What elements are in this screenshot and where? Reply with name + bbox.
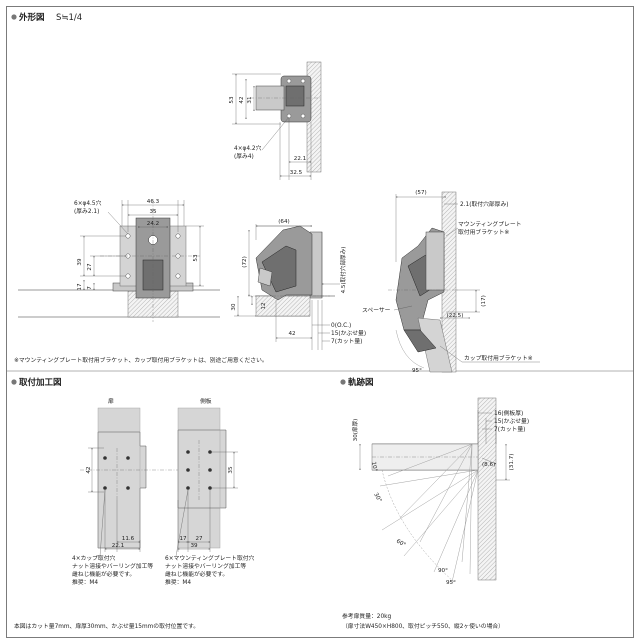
- door-note-3: 雌ねじ機能が必要です。: [72, 570, 135, 578]
- door-note-1: 4×カップ取付穴: [72, 554, 116, 562]
- plate-view: 46.3 35 24.2 6×φ4.5穴 (厚み2.1) 39 27 17 7 …: [18, 199, 220, 322]
- traj-cut-label: 7(カット量): [494, 426, 525, 433]
- open-spacer-label: スペーサー: [362, 307, 391, 314]
- side-view: (64) (72) 30 12 4.5(取付穴部厚み) 42 0(O.C.) 1…: [231, 219, 366, 350]
- traj-dim-31-7: (31.7): [509, 454, 515, 471]
- section-bullet-icon: [11, 379, 17, 385]
- hinge-body: [285, 85, 305, 107]
- plate-dim-39: 39: [77, 258, 83, 266]
- open-dim-22-5: (22.5): [447, 313, 464, 319]
- door-dim-11-6: 11.6: [122, 536, 135, 542]
- traj-side-thickness-label: 16(側板厚): [494, 409, 523, 417]
- top-view: 53 42 31 22.1 32.5 4×φ4.2穴 (厚み4): [229, 61, 322, 180]
- side-panel-label: 側板: [200, 397, 212, 405]
- side-cut-label: 7(カット量): [331, 338, 362, 345]
- open-cup-bracket-label: カップ取付用ブラケット※: [464, 354, 533, 362]
- plate-dim-7: 7: [87, 286, 93, 290]
- door-swing-lines: [379, 443, 479, 583]
- side-dim-72: (72): [242, 256, 248, 267]
- side-note-3: 雌ねじ機能が必要です。: [165, 570, 228, 578]
- drilling-section: 取付加工図 扉 側板 42 11.6 22.1: [11, 377, 255, 586]
- plate-open: [425, 231, 445, 291]
- plate-dim-17: 17: [77, 283, 83, 291]
- open-dim-17: (17): [481, 295, 487, 306]
- door-dim-22-1: 22.1: [112, 543, 125, 549]
- side-dim-27: 27: [195, 536, 203, 542]
- side-dim-17: 17: [179, 536, 187, 542]
- side-dim-39: 39: [190, 543, 198, 549]
- plate-dim-46-3: 46.3: [147, 199, 160, 205]
- traj-angle-90: 90°: [438, 568, 448, 574]
- open-thickness-label: 2.1(取付穴部厚み): [460, 200, 509, 208]
- traj-dim-8-6: (8.6): [482, 462, 495, 468]
- trajectory-side-panel: [477, 397, 497, 581]
- side-dim-64: (64): [278, 219, 289, 225]
- bracket-note: ※マウンティングプレート取付用ブラケット、カップ取付用ブラケットは、別途ご用意く…: [14, 356, 268, 364]
- side-note-4: 推奨：M4: [165, 578, 191, 586]
- door-dim-42: 42: [86, 466, 92, 473]
- open-angle-95: 95°: [412, 368, 422, 374]
- side-drill-outline: [177, 429, 227, 509]
- side-thickness-label: 4.5(取付穴部厚み): [339, 247, 347, 294]
- traj-angle-60: 60°: [395, 539, 407, 549]
- open-dim-57: (57): [415, 190, 426, 196]
- outline-section-title: 外形図: [18, 12, 45, 23]
- plate-dim-27: 27: [87, 263, 93, 271]
- plate-hole-note-2: (厚み2.1): [74, 208, 99, 215]
- dim-53: 53: [229, 96, 235, 104]
- door-label: 扉: [108, 397, 114, 405]
- hinge-link-side: [261, 245, 297, 293]
- door-drill-outline: [97, 431, 147, 549]
- trajectory-section-title: 軌跡図: [348, 377, 374, 388]
- dim-32-5: 32.5: [290, 170, 303, 176]
- side-note-1: 6×マウンティングプレート取付穴: [165, 554, 255, 562]
- top-hole-note-1: 4×φ4.2穴: [234, 144, 262, 152]
- traj-angle-95: 95°: [446, 580, 456, 586]
- traj-overlay-label: 15(かぶせ量): [494, 418, 529, 425]
- section-bullet-icon: [11, 14, 17, 20]
- traj-angle-30: 30°: [372, 492, 382, 504]
- door-open: [417, 317, 453, 373]
- outer-frame: [6, 6, 634, 638]
- side-dim-35: 35: [228, 466, 234, 474]
- plate-dim-53: 53: [193, 254, 199, 262]
- side-dim-42: 42: [288, 331, 295, 337]
- plate-dim-24-2: 24.2: [147, 221, 159, 227]
- dim-42: 42: [239, 96, 245, 103]
- side-oc-label: 0(O.C.): [331, 323, 351, 329]
- footer-note-right-1: 参考扉質量：20kg: [342, 612, 392, 620]
- traj-door-thickness: 30(扉厚): [351, 419, 359, 442]
- side-overlay-label: 15(かぶせ量): [331, 330, 366, 337]
- plate-hole-note-1: 6×φ4.5穴: [74, 199, 102, 207]
- side-dim-30: 30: [231, 303, 237, 311]
- trajectory-section: 軌跡図 16(側板厚) 15(かぶせ量) 7(カット量): [340, 377, 529, 586]
- dim-31: 31: [247, 96, 253, 104]
- outline-section: 外形図 S≒1/4: [11, 12, 82, 23]
- dim-22-1: 22.1: [294, 156, 307, 162]
- footer-note-right-2: （扉寸法W450×H800、取付ピッチ550、縦2ヶ使いの場合）: [342, 622, 504, 630]
- open-plate-bracket-1: マウンティングプレート: [458, 220, 521, 228]
- side-note-2: ナット溶接やバーリング加工等: [165, 562, 246, 570]
- outline-scale: S≒1/4: [56, 13, 82, 23]
- open-plate-bracket-2: 取付用ブラケット※: [458, 228, 509, 236]
- plate-dim-35: 35: [149, 209, 157, 215]
- traj-angle-10: 10°: [370, 461, 378, 472]
- drilling-section-title: 取付加工図: [19, 377, 62, 388]
- door-note-2: ナット溶接やバーリング加工等: [72, 562, 153, 570]
- side-dim-12: 12: [261, 302, 267, 309]
- open-view: (57) 2.1(取付穴部厚み) マウンティングプレート 取付用ブラケット※ (…: [362, 190, 540, 374]
- door-note-4: 推奨：M4: [72, 578, 98, 586]
- top-hole-note-2: (厚み4): [234, 153, 254, 160]
- footer-note-left: 本図はカット量7mm、扉厚30mm、かぶせ量15mmの取付位置です。: [14, 622, 199, 630]
- section-bullet-icon: [340, 379, 346, 385]
